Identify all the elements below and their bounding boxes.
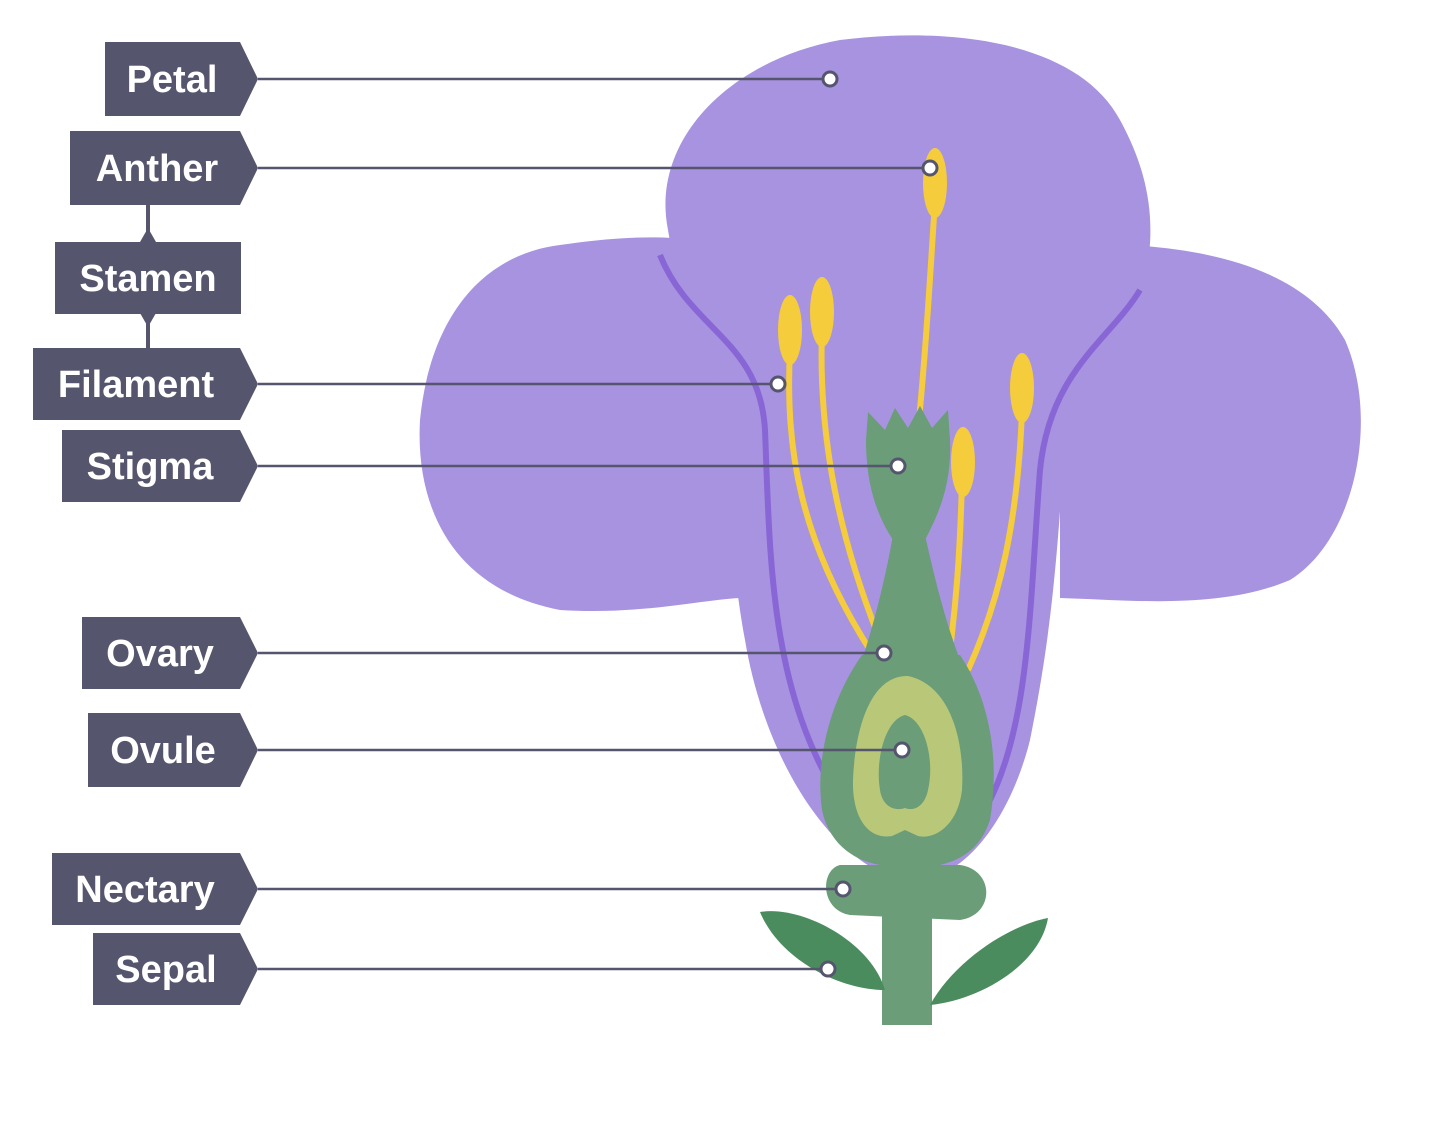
label-sepal-text: Sepal <box>115 949 216 991</box>
label-stigma: Stigma <box>62 430 907 502</box>
label-petal: Petal <box>105 42 839 116</box>
label-ovary-text: Ovary <box>106 633 214 675</box>
anthers <box>778 148 1034 497</box>
label-stamen: Stamen <box>55 242 241 314</box>
filaments <box>786 199 1025 672</box>
stamen-bracket <box>140 205 156 350</box>
label-filament-text: Filament <box>58 364 215 406</box>
label-ovule: Ovule <box>88 713 911 787</box>
label-stamen-text: Stamen <box>79 258 216 300</box>
label-petal-text: Petal <box>127 59 218 101</box>
label-sepal: Sepal <box>93 933 837 1005</box>
label-ovary: Ovary <box>82 617 893 689</box>
label-nectary-text: Nectary <box>75 869 214 911</box>
label-stigma-text: Stigma <box>87 446 215 488</box>
label-anther-text: Anther <box>96 148 219 190</box>
ovule-cavity <box>878 715 931 810</box>
petal-tube-outline <box>657 253 1143 802</box>
label-ovule-text: Ovule <box>110 730 216 772</box>
flower-illustration <box>419 35 1361 1025</box>
label-anther: Anther <box>70 131 939 205</box>
sepals <box>760 911 1048 1005</box>
label-filament: Filament <box>33 348 787 420</box>
label-nectary: Nectary <box>52 853 852 925</box>
